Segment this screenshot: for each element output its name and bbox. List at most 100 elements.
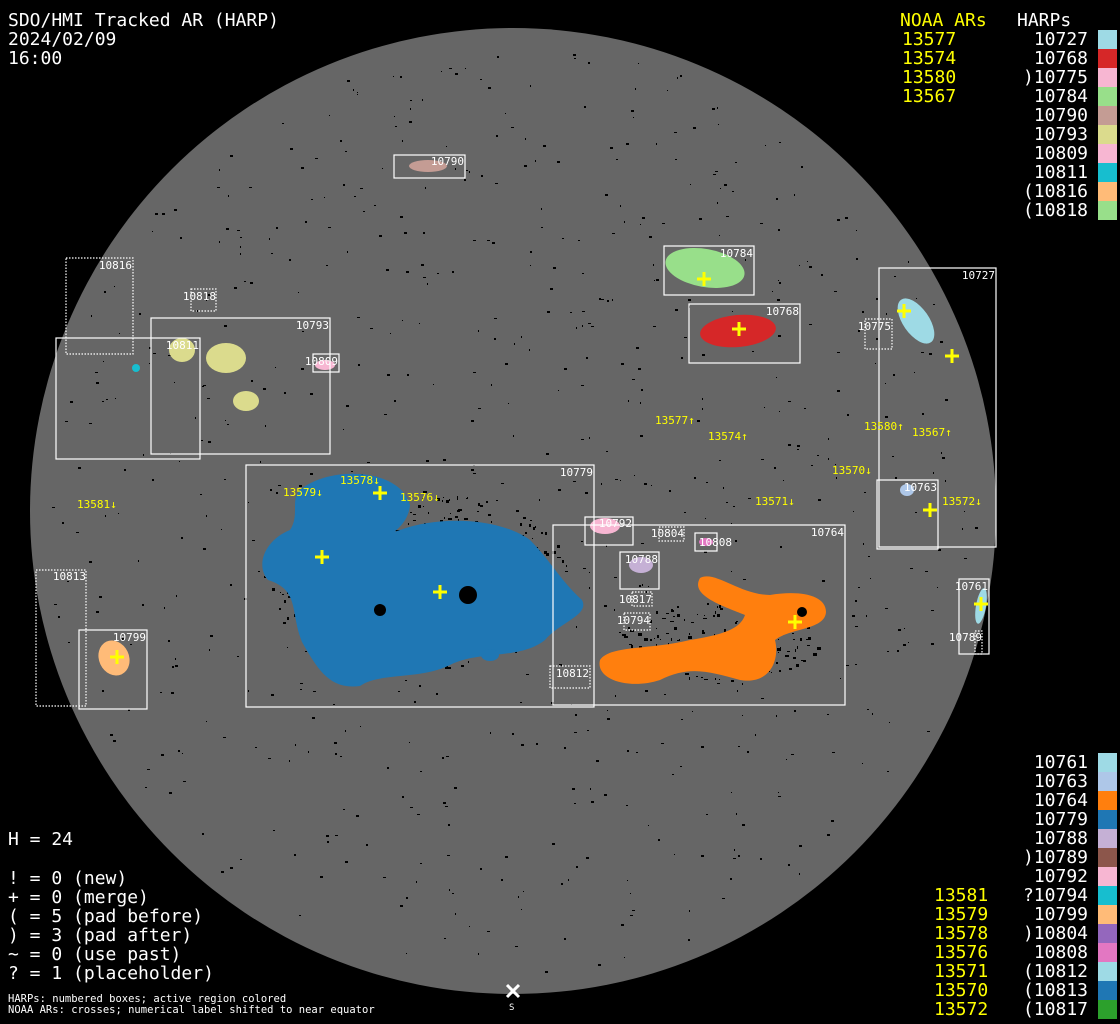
speckle (406, 897, 408, 899)
speckle (557, 545, 560, 548)
speckle (574, 732, 577, 733)
speckle (255, 747, 257, 748)
speckle (626, 143, 629, 145)
speckle (685, 673, 689, 675)
speckle (449, 68, 452, 69)
harp-box-10816[interactable] (65, 257, 134, 355)
speckle (604, 794, 607, 796)
speckle (774, 467, 776, 469)
harp-box-10768[interactable] (688, 303, 801, 364)
speckle (797, 445, 800, 447)
harp-box-10812[interactable] (549, 665, 591, 689)
harp-label: 10789 (949, 631, 982, 644)
speckle (656, 644, 657, 646)
speckle (720, 608, 723, 610)
speckle (521, 909, 522, 910)
legend-color-swatch (1098, 867, 1117, 886)
speckle (172, 666, 174, 668)
speckle (607, 300, 609, 302)
harp-box-10788[interactable] (619, 551, 660, 590)
harp-box-10799[interactable] (78, 629, 148, 710)
harp-box-10775[interactable] (864, 318, 893, 350)
speckle (807, 626, 810, 629)
speckle (640, 224, 641, 225)
legend-color-swatch (1098, 30, 1117, 49)
speckle (224, 479, 226, 480)
speckle (693, 127, 696, 129)
harp-box-10763[interactable] (876, 479, 939, 550)
speckle (552, 551, 556, 554)
harp-box-10817[interactable] (631, 591, 653, 607)
speckle (558, 390, 559, 391)
speckle (582, 311, 585, 312)
speckle (719, 235, 720, 236)
speckle (669, 490, 671, 492)
harp-box-10794[interactable] (623, 612, 651, 631)
speckle (785, 655, 789, 657)
harp-box-10811[interactable] (55, 337, 201, 460)
speckle (599, 298, 601, 300)
speckle (335, 835, 338, 836)
speckle (940, 341, 943, 343)
speckle (473, 372, 476, 373)
speckle (660, 639, 661, 640)
speckle (726, 216, 729, 217)
speckle (536, 743, 538, 745)
speckle (240, 246, 241, 248)
noaa-cross-icon (697, 272, 711, 286)
harp-box-10789[interactable] (974, 630, 983, 655)
speckle (573, 54, 576, 56)
harp-box-10793[interactable] (150, 317, 331, 455)
speckle (326, 265, 328, 266)
speckle (62, 522, 64, 524)
speckle (793, 657, 796, 659)
speckle (656, 628, 657, 629)
speckle (443, 802, 446, 804)
harp-box-10792[interactable] (584, 516, 634, 546)
speckle (779, 142, 781, 143)
harp-box-10808[interactable] (694, 532, 718, 552)
harp-box-10764[interactable] (552, 524, 846, 706)
speckle (416, 881, 417, 883)
speckle (834, 291, 837, 292)
stat-line: ( = 5 (pad before) (8, 906, 203, 927)
speckle (345, 151, 347, 152)
speckle (704, 679, 708, 680)
harp-box-10784[interactable] (663, 245, 755, 296)
speckle (541, 208, 542, 210)
speckle (628, 627, 630, 629)
speckle (329, 115, 330, 116)
speckle (124, 469, 126, 471)
speckle (821, 274, 823, 276)
legend-harp-label: 10788 (1034, 828, 1088, 849)
speckle (452, 271, 454, 273)
speckle (630, 915, 633, 916)
speckle (343, 429, 344, 430)
harp-box-10761[interactable] (958, 578, 990, 655)
speckle (639, 646, 642, 648)
speckle (407, 374, 409, 376)
speckle (942, 457, 945, 459)
harp-box-10818[interactable] (190, 288, 217, 312)
speckle (443, 497, 444, 498)
speckle (248, 690, 249, 692)
speckle (446, 756, 449, 757)
noaa-label: 13572↓ (942, 495, 982, 508)
speckle (357, 92, 358, 93)
harp-box-10779[interactable] (245, 464, 595, 708)
harp-box-10813[interactable] (35, 569, 87, 707)
harp-box-10804[interactable] (658, 526, 685, 542)
speckle (591, 326, 594, 327)
sunspot-umbra (374, 604, 386, 616)
legend-top: 1072710768)10775107841079010793108091081… (902, 29, 1117, 221)
harp-box-10790[interactable] (393, 154, 466, 179)
harp-label: 10764 (811, 526, 844, 539)
speckle (445, 806, 448, 807)
speckle (886, 313, 887, 315)
legend-harp-label: 10784 (1034, 86, 1088, 107)
speckle (138, 560, 139, 562)
harp-box-10809[interactable] (312, 353, 340, 373)
speckle (689, 677, 690, 680)
speckle (677, 77, 678, 79)
speckle (515, 946, 518, 947)
